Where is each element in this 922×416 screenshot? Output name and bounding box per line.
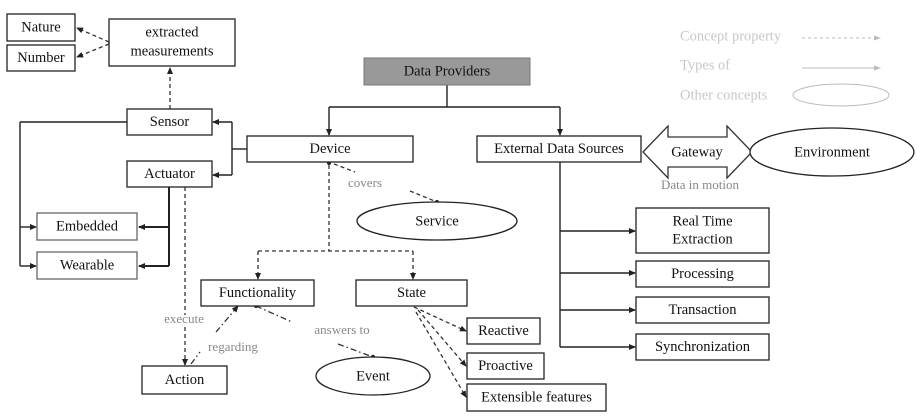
node-reactive[interactable]: Reactive <box>466 317 541 345</box>
node-sensor-label: Sensor <box>150 114 190 130</box>
node-processing-label: Processing <box>671 266 734 282</box>
node-wearable-label: Wearable <box>60 257 114 273</box>
node-nature[interactable]: Nature <box>6 13 76 42</box>
node-data-providers[interactable]: Data Providers <box>363 57 531 86</box>
edge-action-regarding-functionality <box>190 306 238 365</box>
legend-types-of: Types of <box>680 57 881 73</box>
node-state-label: State <box>397 285 426 301</box>
legend-other-concepts-label: Other concepts <box>680 87 768 103</box>
node-functionality[interactable]: Functionality <box>200 279 315 307</box>
node-embedded[interactable]: Embedded <box>36 212 138 241</box>
legend-other-concepts: Other concepts <box>680 83 890 107</box>
node-actuator[interactable]: Actuator <box>126 160 213 188</box>
node-functionality-label: Functionality <box>219 285 297 301</box>
edge-root-children <box>326 85 563 136</box>
node-embedded-label: Embedded <box>56 218 119 234</box>
edge-extracted-nature <box>76 27 110 43</box>
edge-state-types <box>413 306 467 398</box>
node-realtime-label-1: Real Time <box>672 213 732 229</box>
edge-label-covers: covers <box>348 175 382 190</box>
node-extensible-features[interactable]: Extensible features <box>466 383 607 412</box>
node-extensible-label: Extensible features <box>481 389 592 405</box>
node-state[interactable]: State <box>355 279 468 307</box>
edge-label-regarding: regarding <box>208 339 258 354</box>
node-event-label: Event <box>356 368 390 384</box>
edge-label-answers-to: answers to <box>314 322 369 337</box>
node-sensor[interactable]: Sensor <box>126 108 213 136</box>
node-action-label: Action <box>165 372 205 388</box>
node-nature-label: Nature <box>21 19 60 35</box>
node-device[interactable]: Device <box>246 135 414 163</box>
legend-concept-property: Concept property <box>680 28 881 44</box>
edge-device-func-state <box>255 165 416 280</box>
legend-concept-property-label: Concept property <box>680 28 782 44</box>
legend-types-of-label: Types of <box>680 57 730 73</box>
legend: Concept property Types of Other concepts <box>680 28 890 107</box>
node-synchronization[interactable]: Synchronization <box>635 333 770 361</box>
node-data-providers-label: Data Providers <box>404 63 491 79</box>
edge-label-execute: execute <box>164 311 204 326</box>
ellipse-icon <box>792 83 890 107</box>
node-action[interactable]: Action <box>141 365 228 395</box>
node-gateway[interactable]: Gateway <box>642 124 753 180</box>
edge-functionality-answers-event <box>255 305 374 358</box>
node-synchronization-label: Synchronization <box>655 339 751 355</box>
node-realtime-label-2: Extraction <box>672 231 733 247</box>
edge-device-sensor-actuator <box>212 119 247 178</box>
node-environment-label: Environment <box>794 144 870 160</box>
node-device-label: Device <box>309 141 350 157</box>
node-external-label: External Data Sources <box>494 141 624 157</box>
node-wearable[interactable]: Wearable <box>36 251 138 280</box>
node-number[interactable]: Number <box>6 44 76 72</box>
node-transaction-label: Transaction <box>669 302 738 318</box>
node-reactive-label: Reactive <box>478 323 529 339</box>
node-real-time-extraction[interactable]: Real Time Extraction <box>635 207 770 254</box>
node-extracted-label-1: extracted <box>145 24 199 40</box>
edge-external-types <box>559 162 636 350</box>
node-proactive[interactable]: Proactive <box>466 352 545 380</box>
node-service-label: Service <box>415 213 458 229</box>
node-environment[interactable]: Environment <box>749 127 915 177</box>
node-external-data-sources[interactable]: External Data Sources <box>476 135 642 163</box>
node-processing[interactable]: Processing <box>635 260 770 288</box>
node-service[interactable]: Service <box>356 201 518 241</box>
node-extracted-measurements[interactable]: extracted measurements <box>108 18 236 67</box>
edge-actuator-types <box>138 187 170 269</box>
node-actuator-label: Actuator <box>144 166 195 182</box>
node-proactive-label: Proactive <box>478 358 533 374</box>
node-transaction[interactable]: Transaction <box>635 296 770 324</box>
edge-device-covers-service <box>333 163 437 202</box>
node-gateway-label: Gateway <box>671 144 723 160</box>
node-event[interactable]: Event <box>315 356 431 396</box>
edge-sensor-types <box>19 121 127 269</box>
edge-label-data-in-motion: Data in motion <box>661 177 739 192</box>
edge-extracted-number <box>76 43 110 58</box>
node-number-label: Number <box>17 50 65 66</box>
node-extracted-label-2: measurements <box>131 43 214 59</box>
